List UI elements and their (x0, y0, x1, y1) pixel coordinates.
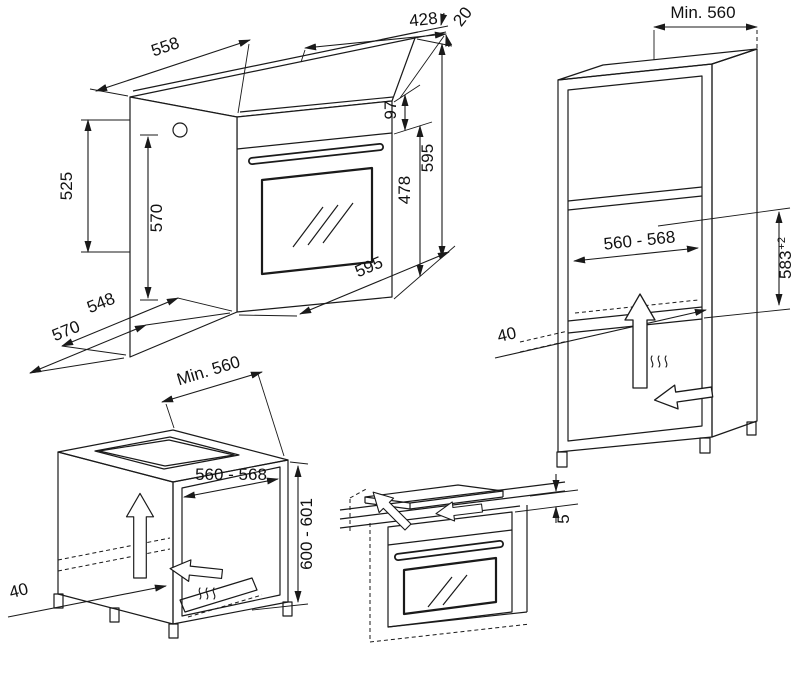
dim-niche-height: 600 - 601 (251, 461, 316, 611)
dim-top-width-428: 428 (300, 9, 448, 99)
oven-left-face (129, 96, 238, 358)
dim-label: 560 - 568 (603, 227, 676, 253)
oven-control-panel-line (387, 529, 513, 546)
plinth-vent-panel (179, 577, 258, 613)
airflow-up-arrow (624, 293, 656, 389)
dim-niche-width: 560 - 568 (572, 227, 700, 264)
dim-label: 570 (49, 317, 82, 345)
dim-clearance-5: 5 (514, 474, 579, 524)
dim-min-depth: Min. 560 (652, 3, 759, 60)
airflow-left-arrow (168, 557, 224, 586)
hob-cutout (94, 436, 240, 470)
airflow-up-arrow (125, 492, 155, 579)
hob (364, 484, 504, 510)
dim-label: 525 (57, 172, 76, 200)
dim-label: 583+2 (776, 237, 795, 279)
dim-label: 428 (408, 9, 438, 31)
oven-side-fixing-hole (172, 122, 188, 138)
dim-vent-gap: 40 (7, 579, 167, 618)
dim-height-595: 595 (416, 38, 453, 259)
dim-door-height-478: 478 (395, 124, 424, 278)
base-cabinet-view: Min. 560 560 - 568 600 - 601 40 (7, 352, 316, 639)
oven-window-glass-shine (427, 574, 468, 608)
oven-view: 558 428 20 97 478 595 (29, 3, 476, 374)
cabinet-foot (699, 437, 711, 454)
base-inner-frame (181, 466, 281, 617)
dim-label: 600 - 601 (297, 498, 316, 570)
cabinet-foot (168, 623, 179, 639)
niche-hidden-outline (369, 523, 531, 643)
dim-rear-height-525: 525 (57, 118, 130, 254)
dim-label: 40 (495, 323, 518, 346)
under-worktop-view: 5 (339, 474, 579, 643)
oven-window-glass-shine (292, 202, 354, 248)
dim-label: 5 (554, 514, 573, 523)
oven-handle (395, 541, 503, 560)
cabinet-foot (282, 601, 293, 617)
oven-front-face (236, 100, 393, 313)
dim-label: 570 (147, 204, 166, 232)
hob-cutout-inner (98, 439, 235, 467)
airflow-left-arrow (652, 379, 715, 413)
cabinet-foot (556, 451, 568, 468)
cabinet-top-face (557, 48, 758, 81)
dim-label: 20 (449, 3, 476, 30)
base-left-face (57, 451, 174, 625)
dim-niche-height: 583+2 (657, 207, 795, 319)
tall-cabinet-view: Min. 560 560 - 568 583+2 40 (494, 3, 795, 468)
hidden-oven-top (57, 537, 171, 561)
dim-niche-width: 560 - 568 (183, 465, 279, 499)
cabinet-foot (109, 607, 120, 623)
dim-min-depth: Min. 560 (161, 352, 285, 457)
dim-label: 97 (381, 101, 400, 120)
dim-label: 478 (395, 176, 414, 204)
cabinet-foot (53, 593, 64, 609)
dim-label: 595 (418, 144, 437, 172)
base-front-face (172, 459, 289, 625)
dim-label: 558 (149, 33, 182, 60)
dim-vent-gap: 40 (494, 309, 707, 359)
oven-control-panel-line (236, 132, 393, 150)
plinth-hidden-line (187, 594, 263, 618)
dim-label: 560 - 568 (195, 465, 267, 484)
dim-top-depth-558: 558 (89, 33, 251, 114)
cabinet-foot (746, 421, 757, 436)
dim-label: Min. 560 (670, 3, 735, 22)
vent-hidden-line (349, 487, 369, 499)
cabinet-right-face (711, 48, 758, 438)
cabinet-bottom-edge (387, 611, 528, 628)
oven-handle (249, 144, 383, 164)
oven-door-window (402, 556, 498, 616)
dim-width-595: 595 (238, 251, 450, 317)
steam-icon (650, 355, 668, 368)
dim-label: 40 (7, 579, 30, 602)
hidden-oven-bottom (57, 548, 171, 572)
shelf-lower (519, 299, 703, 353)
extension-line (393, 245, 456, 300)
dim-panel-height-97: 97 (381, 84, 433, 135)
oven-top-trim-line (239, 96, 394, 113)
shelf-upper (567, 186, 703, 211)
dim-label: Min. 560 (174, 352, 242, 389)
dim-label: 548 (84, 289, 117, 317)
cabinet-inner-frame (567, 75, 703, 442)
